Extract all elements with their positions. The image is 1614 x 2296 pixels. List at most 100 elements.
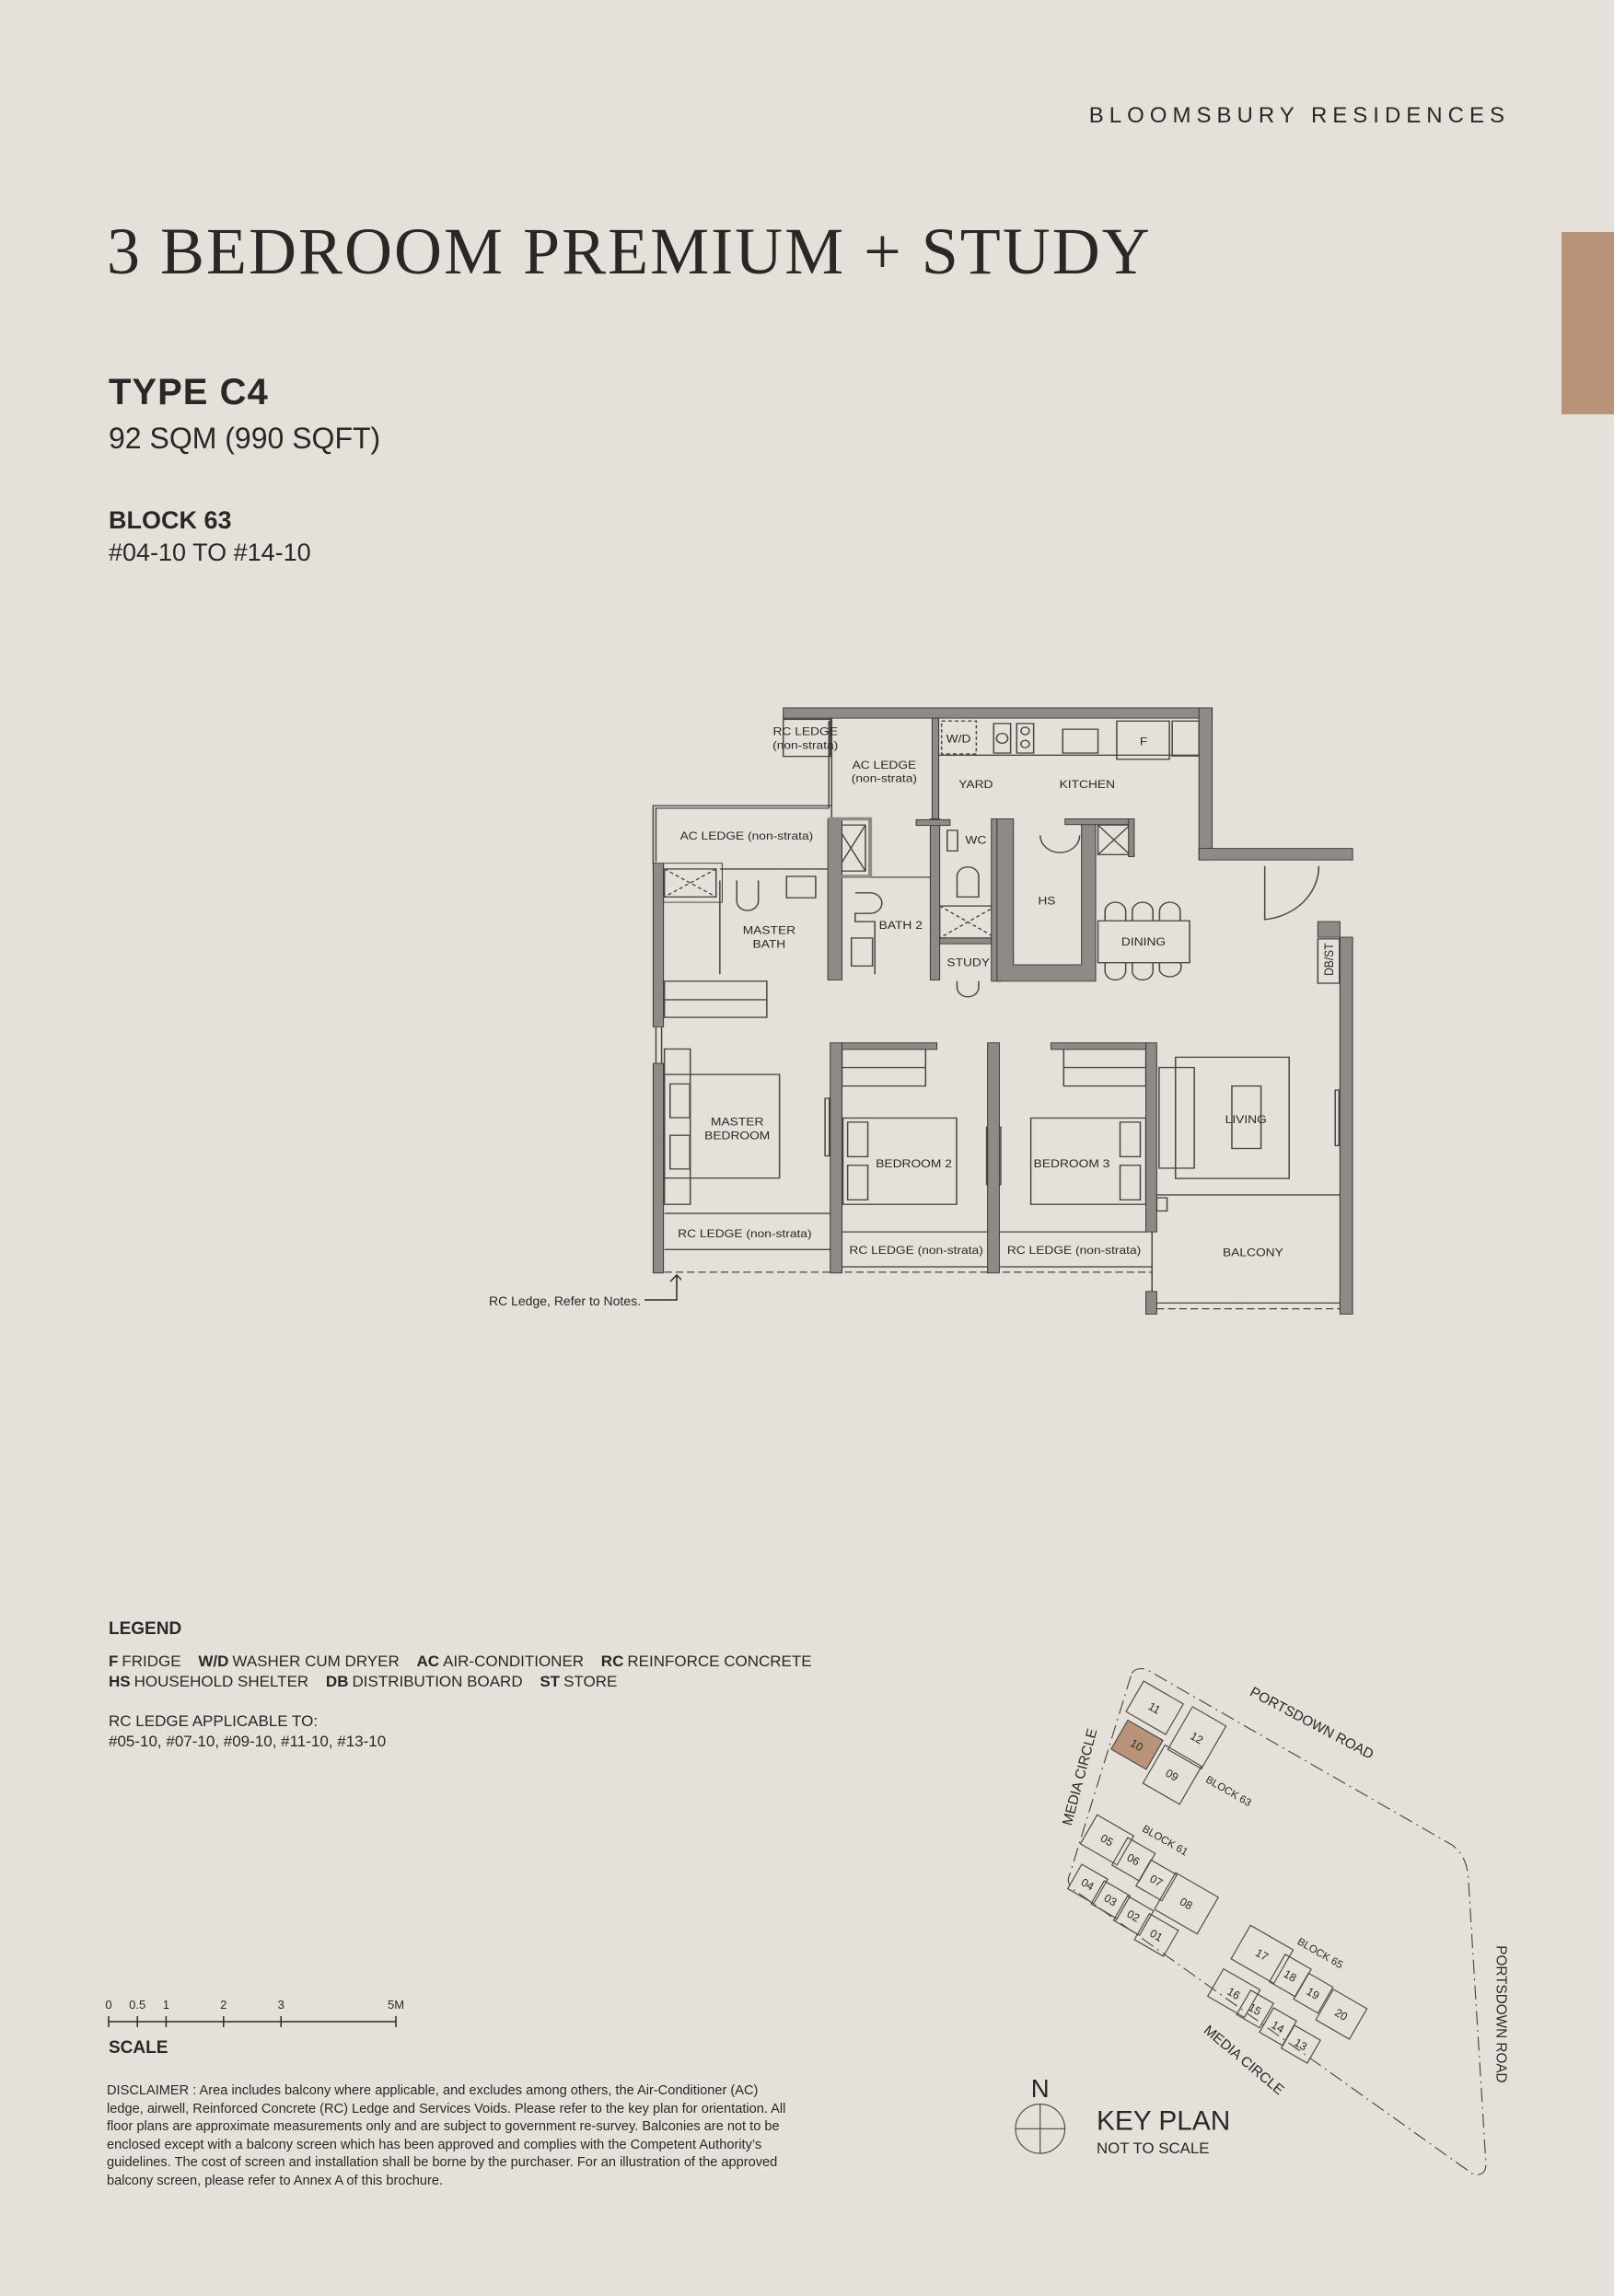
unit-outline	[1142, 1744, 1202, 1805]
unit-number: 01	[1147, 1927, 1165, 1944]
unit-number: 04	[1079, 1875, 1097, 1893]
room-label: MASTER	[743, 923, 795, 936]
unit-number: 10	[1128, 1736, 1145, 1754]
rc-ledge-units: #05-10, #07-10, #09-10, #11-10, #13-10	[109, 1733, 387, 1750]
unit-outline	[1066, 1863, 1109, 1905]
unit-number: 14	[1269, 2018, 1286, 2035]
unit-number: 18	[1282, 1967, 1299, 1985]
unit-outline	[1206, 1967, 1261, 2019]
unit-outline	[1135, 1859, 1179, 1902]
unit-outline	[1280, 2024, 1321, 2064]
room-label: HS	[1038, 894, 1056, 907]
unit-outline	[1090, 1880, 1132, 1919]
room-label: BEDROOM	[704, 1130, 770, 1142]
room-label: YARD	[958, 778, 993, 791]
unit-number: 12	[1188, 1730, 1205, 1747]
unit-number: 05	[1098, 1832, 1116, 1850]
unit-outline	[1133, 1912, 1179, 1957]
room-label: BALCONY	[1223, 1246, 1283, 1258]
unit-outline	[1110, 1719, 1164, 1770]
floor-plan: RC LEDGE(non-strata)AC LEDGE(non-strata)…	[652, 707, 1353, 1315]
page-title: 3 BEDROOM PREMIUM + STUDY	[107, 215, 1152, 288]
unit-outline	[1154, 1872, 1220, 1935]
room-label: DINING	[1121, 935, 1166, 948]
room-label: (non-strata)	[852, 772, 917, 785]
block-label: BLOCK 63	[1203, 1774, 1252, 1809]
road-label: MEDIA CIRCLE	[1060, 1727, 1100, 1827]
room-label: STUDY	[946, 956, 990, 968]
unit-outline	[1079, 1814, 1135, 1866]
unit-type: TYPE C4	[109, 372, 269, 412]
unit-number: 15	[1246, 2000, 1263, 2018]
block-label: BLOCK 65	[1295, 1936, 1344, 1971]
room-label: LIVING	[1225, 1113, 1267, 1126]
unit-number: 20	[1332, 2006, 1350, 2023]
north-arrow-icon	[1015, 2103, 1066, 2154]
room-label: AC LEDGE (non-strata)	[680, 829, 814, 842]
road-label: MEDIA CIRCLE	[1201, 2023, 1287, 2098]
road-label: PORTSDOWN ROAD	[1248, 1685, 1376, 1763]
scale-tick-label: 2	[220, 1998, 226, 2012]
unit-number: 13	[1292, 2036, 1309, 2054]
unit-number: 11	[1146, 1699, 1163, 1717]
room-label: BEDROOM 2	[876, 1157, 952, 1170]
unit-number: 08	[1178, 1895, 1195, 1912]
scale-tick-label: 5M	[388, 1998, 404, 2012]
unit-number: 16	[1225, 1985, 1243, 2002]
site-boundary	[1067, 1667, 1487, 2175]
unit-area: 92 SQM (990 SQFT)	[109, 422, 381, 455]
unit-outline	[1293, 1972, 1334, 2014]
room-label: KITCHEN	[1060, 778, 1115, 791]
room-label: RC LEDGE (non-strata)	[849, 1244, 982, 1257]
unit-range: #04-10 TO #14-10	[109, 539, 311, 566]
block-number: BLOCK 63	[109, 506, 232, 534]
unit-outline	[1230, 1924, 1295, 1985]
road-label: PORTSDOWN ROAD	[1492, 1945, 1508, 2082]
block-label: BLOCK 61	[1140, 1824, 1189, 1859]
key-plan-title: KEY PLAN	[1097, 2105, 1230, 2136]
room-label: RC LEDGE (non-strata)	[1007, 1244, 1141, 1257]
room-label: WC	[965, 834, 986, 847]
disclaimer: DISCLAIMER : Area includes balcony where…	[107, 2083, 786, 2188]
room-label: RC LEDGE (non-strata)	[678, 1227, 811, 1240]
room-label: AC LEDGE	[853, 759, 917, 771]
unit-number: 02	[1124, 1908, 1142, 1925]
scale-tick-label: 0	[105, 1998, 111, 2012]
unit-number: 09	[1164, 1767, 1181, 1784]
unit-number: 07	[1147, 1873, 1165, 1890]
room-label: BATH 2	[879, 919, 923, 932]
north-label: N	[1031, 2074, 1050, 2103]
room-label: BEDROOM 3	[1034, 1157, 1110, 1170]
room-label: RC LEDGE	[772, 725, 838, 737]
thin-lines	[652, 717, 1341, 1310]
brand-name: BLOOMSBURY RESIDENCES	[1088, 103, 1510, 128]
rc-ledge-heading: RC LEDGE APPLICABLE TO:	[109, 1712, 319, 1730]
rc-note-arrow-icon	[644, 1273, 681, 1301]
unit-outline	[1125, 1680, 1184, 1735]
key-plan-subtitle: NOT TO SCALE	[1097, 2139, 1210, 2157]
rc-ledge-note: RC Ledge, Refer to Notes.	[489, 1293, 641, 1308]
unit-number: 17	[1253, 1946, 1271, 1964]
unit-number: 03	[1102, 1892, 1120, 1909]
room-label: DB/ST	[1321, 943, 1336, 976]
scale-tick-label: 1	[163, 1998, 169, 2012]
unit-outline	[1315, 1989, 1368, 2040]
unit-outline	[1167, 1706, 1227, 1770]
unit-outline	[1112, 1895, 1155, 1936]
scale-title: SCALE	[109, 2038, 168, 2058]
section-tab	[1562, 232, 1614, 414]
unit-outline	[1236, 1989, 1275, 2029]
legend-title: LEGEND	[109, 1619, 182, 1639]
unit-number: 06	[1124, 1851, 1142, 1869]
room-label: W/D	[946, 732, 971, 745]
